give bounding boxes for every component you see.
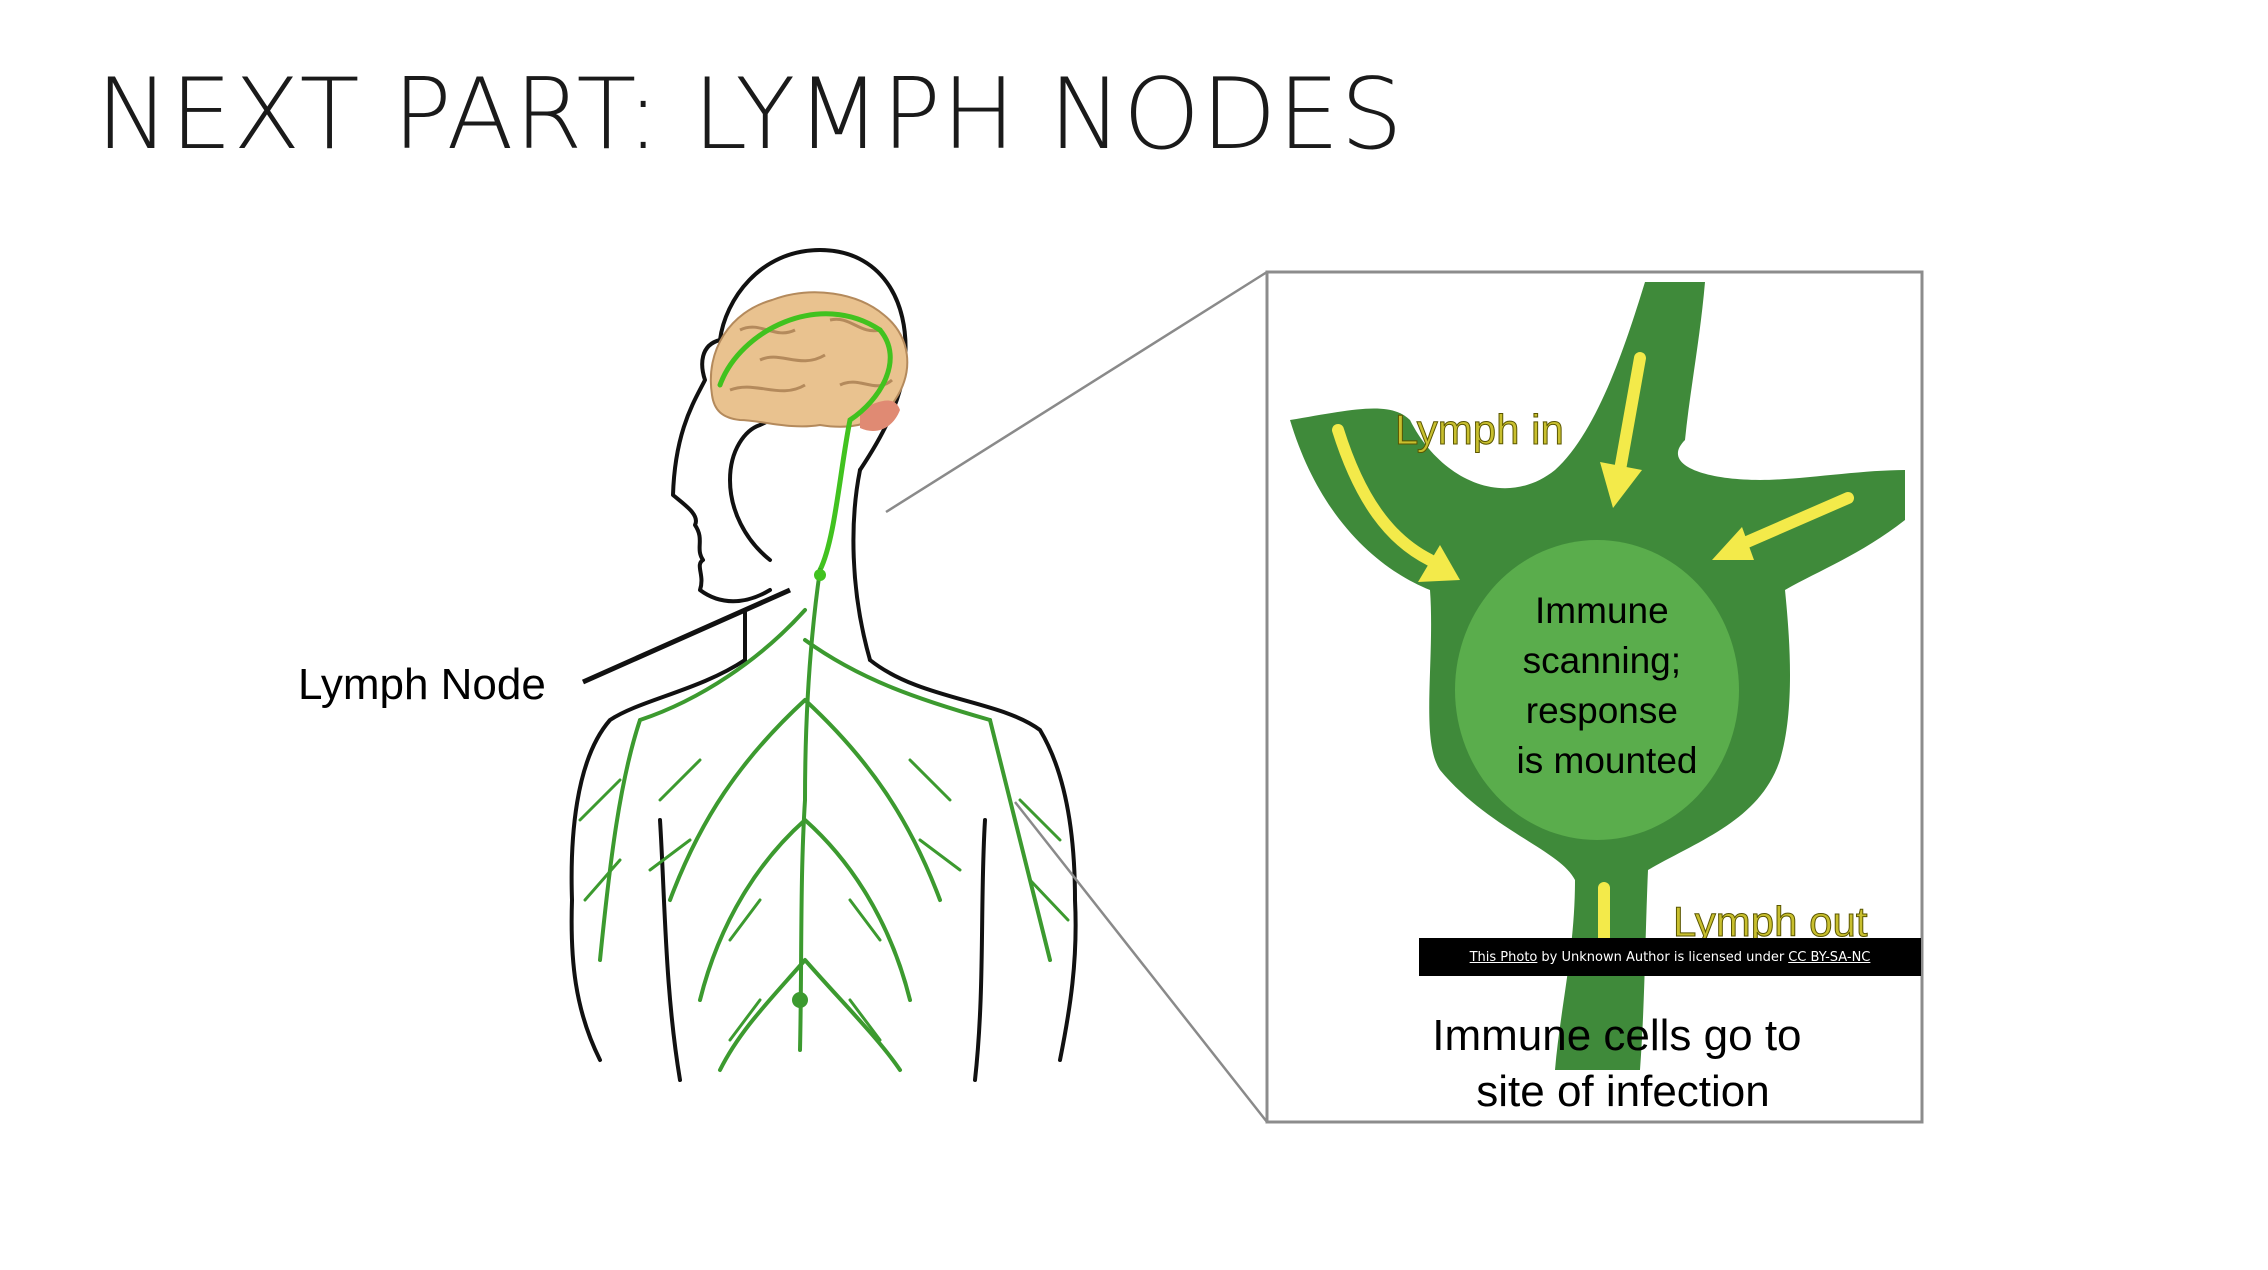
node-detail-labels: Lymph in Immune scanning; response is mo… [1395, 406, 1869, 1117]
lymph-in-label: Lymph in [1395, 406, 1564, 453]
node-core [1455, 540, 1739, 840]
node-center-line-2: scanning; [1523, 640, 1681, 681]
lymph-node-pointer-line [581, 587, 792, 685]
photo-source-link[interactable]: This Photo [1469, 949, 1538, 965]
lymph-node-vessel [1290, 282, 1905, 1070]
lymph-out-label: Lymph out [1673, 898, 1868, 945]
license-link[interactable]: CC BY-SA-NC [1788, 949, 1871, 965]
node-center-text: Immune scanning; response is mounted [1517, 590, 1698, 781]
node-center-line-4: is mounted [1517, 740, 1698, 781]
lymphatic-network [578, 311, 1070, 1072]
flow-arrows [1332, 352, 1854, 972]
node-bottom-text: Immune cells go to site of infection [1432, 1011, 1814, 1116]
node-center-line-1: Immune [1535, 590, 1669, 631]
human-body-figure [569, 248, 1078, 1082]
photo-credit-bar: This Photo by Unknown Author is licensed… [1419, 938, 1921, 976]
slide-title: NEXT PART: LYMPH NODES [96, 58, 1404, 172]
lymph-node-callout-label: Lymph Node [298, 660, 546, 709]
photo-credit-text: by Unknown Author is licensed under [1541, 949, 1785, 965]
node-bottom-line-2: site of infection [1476, 1067, 1770, 1116]
node-bottom-line-1: Immune cells go to [1432, 1011, 1801, 1060]
zoom-guide-lines [885, 270, 1268, 1123]
node-center-line-3: response [1526, 690, 1678, 731]
